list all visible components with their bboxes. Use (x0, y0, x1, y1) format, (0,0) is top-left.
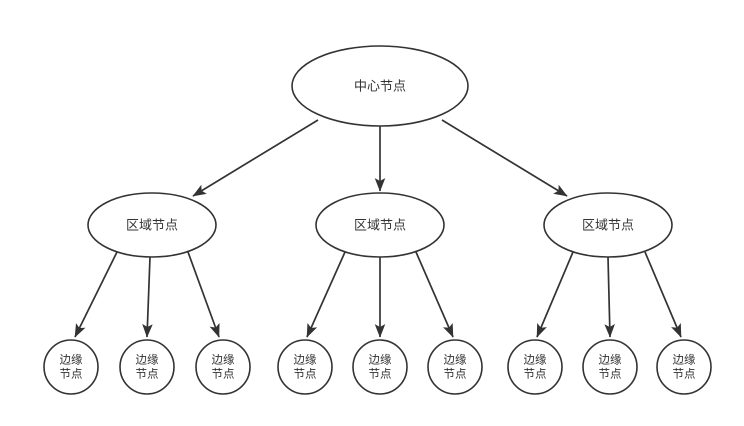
nodes-layer: 中心节点区域节点区域节点区域节点边缘节点边缘节点边缘节点边缘节点边缘节点边缘节点… (43, 45, 712, 395)
node-leaf-6-shape (427, 339, 483, 395)
node-leaf-5-shape (352, 339, 408, 395)
node-center-label: 中心节点 (354, 78, 406, 93)
node-leaf-7-shape (507, 339, 563, 395)
edge-region-3-to-leaf-7 (536, 251, 574, 338)
edge-center-to-region-3 (441, 119, 568, 197)
node-region-1-shape (87, 192, 217, 258)
node-region-3-shape (543, 192, 673, 258)
node-leaf-9-label-line2: 节点 (673, 368, 696, 381)
node-leaf-3-label-line2: 节点 (212, 368, 235, 381)
node-leaf-5-label-line1: 边缘 (369, 354, 392, 367)
node-leaf-3-label-line1: 边缘 (212, 354, 235, 367)
node-region-3-label: 区域节点 (582, 217, 634, 232)
node-leaf-6-label-line1: 边缘 (444, 354, 467, 367)
node-region-3[interactable]: 区域节点 (543, 192, 673, 258)
node-leaf-1-label-line2: 节点 (60, 368, 83, 381)
edge-region-2-to-leaf-4 (306, 251, 346, 338)
node-region-1-label: 区域节点 (126, 217, 178, 232)
node-leaf-8-label-line2: 节点 (599, 368, 622, 381)
edge-region-1-to-leaf-2 (142, 256, 153, 338)
node-leaf-7-label-line1: 边缘 (524, 354, 547, 367)
edge-region-2-to-leaf-6 (415, 251, 454, 338)
node-leaf-8-shape (582, 339, 638, 395)
node-leaf-6-label-line2: 节点 (444, 368, 467, 381)
node-leaf-7-label-line2: 节点 (524, 368, 547, 381)
node-leaf-2-label-line2: 节点 (136, 368, 159, 381)
node-leaf-3-shape (195, 339, 251, 395)
node-region-2-label: 区域节点 (354, 217, 406, 232)
node-region-1[interactable]: 区域节点 (87, 192, 217, 258)
node-region-2[interactable]: 区域节点 (315, 192, 445, 258)
node-leaf-4-label-line1: 边缘 (294, 354, 317, 367)
edge-center-to-region-1 (192, 119, 319, 197)
node-leaf-4-shape (277, 339, 333, 395)
node-leaf-9-label-line1: 边缘 (673, 354, 696, 367)
edge-region-3-to-leaf-9 (644, 251, 682, 338)
edges-layer (74, 119, 682, 338)
node-leaf-2-shape (119, 339, 175, 395)
node-leaf-5-label-line2: 节点 (369, 368, 392, 381)
edge-region-1-to-leaf-1 (74, 251, 118, 338)
node-center[interactable]: 中心节点 (291, 45, 469, 127)
node-leaf-4-label-line2: 节点 (294, 368, 317, 381)
node-region-2-shape (315, 192, 445, 258)
node-center-shape (291, 45, 469, 127)
edge-region-3-to-leaf-8 (604, 256, 615, 338)
node-leaf-9-shape (656, 339, 712, 395)
node-leaf-1-label-line1: 边缘 (60, 354, 83, 367)
node-leaf-8-label-line1: 边缘 (599, 354, 622, 367)
node-leaf-1-shape (43, 339, 99, 395)
edge-region-1-to-leaf-3 (187, 251, 220, 338)
node-leaf-2-label-line1: 边缘 (136, 354, 159, 367)
